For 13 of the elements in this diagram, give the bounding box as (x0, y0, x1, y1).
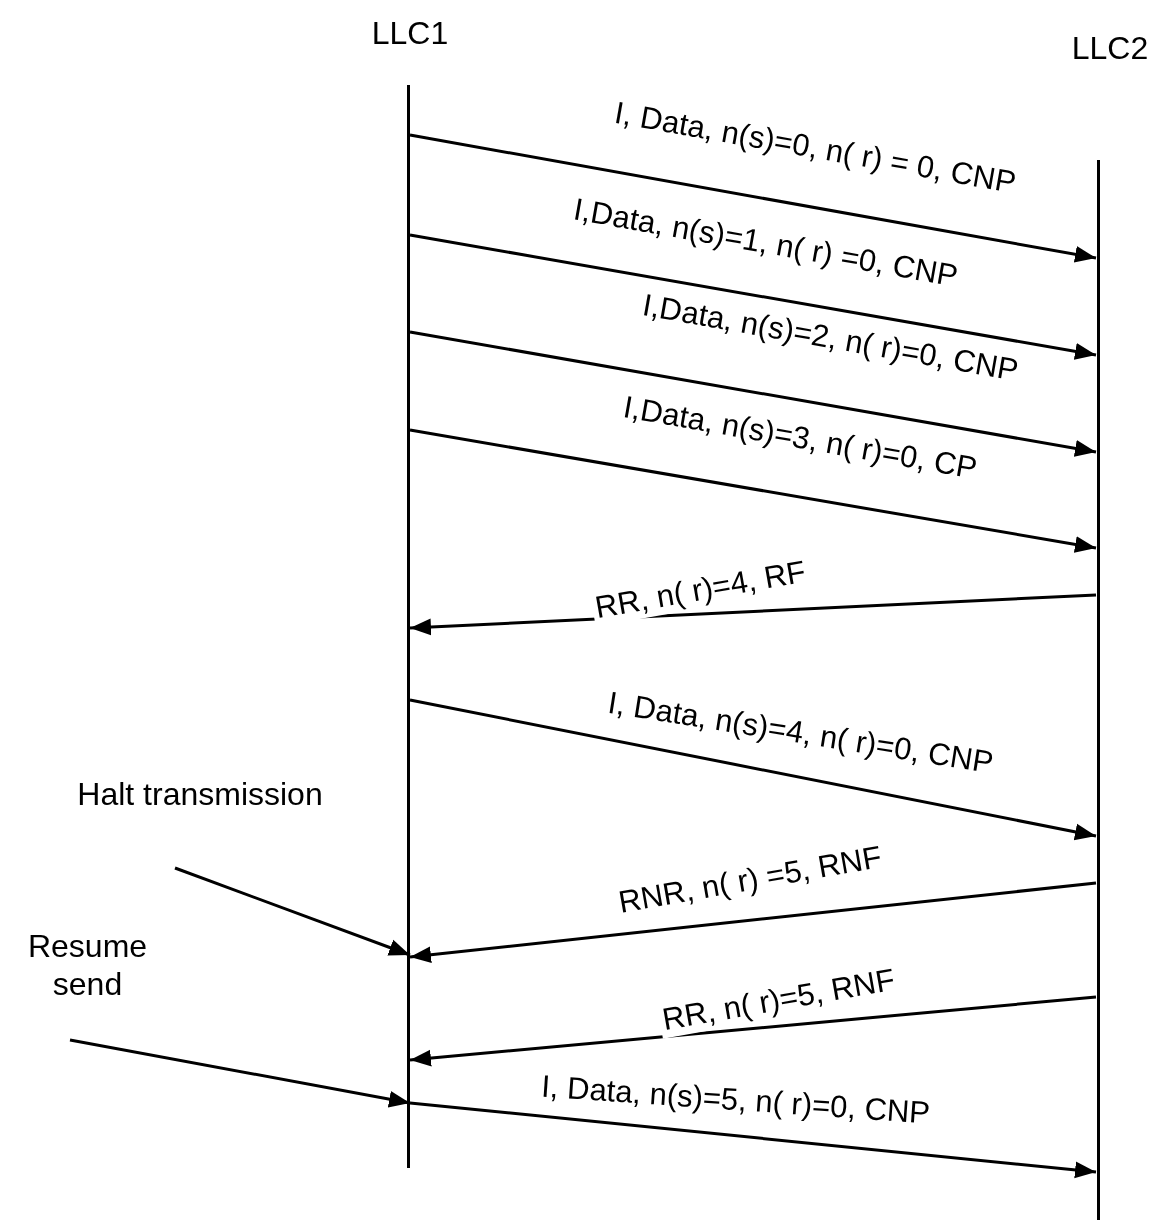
annotation-text: Resume send (0, 927, 175, 1003)
message-arrow (409, 698, 1097, 841)
message-arrow (409, 881, 1097, 964)
message-arrow (409, 233, 1097, 360)
participant-label: LLC1 (370, 15, 450, 52)
message-arrow (409, 995, 1097, 1067)
message-arrow (409, 428, 1097, 553)
message-arrow (409, 133, 1097, 263)
message-arrow (409, 330, 1097, 457)
participant-label: LLC2 (1070, 30, 1150, 67)
message-arrow (409, 593, 1097, 636)
annotation-text: Halt transmission (75, 775, 325, 813)
message-arrow (409, 1101, 1097, 1179)
